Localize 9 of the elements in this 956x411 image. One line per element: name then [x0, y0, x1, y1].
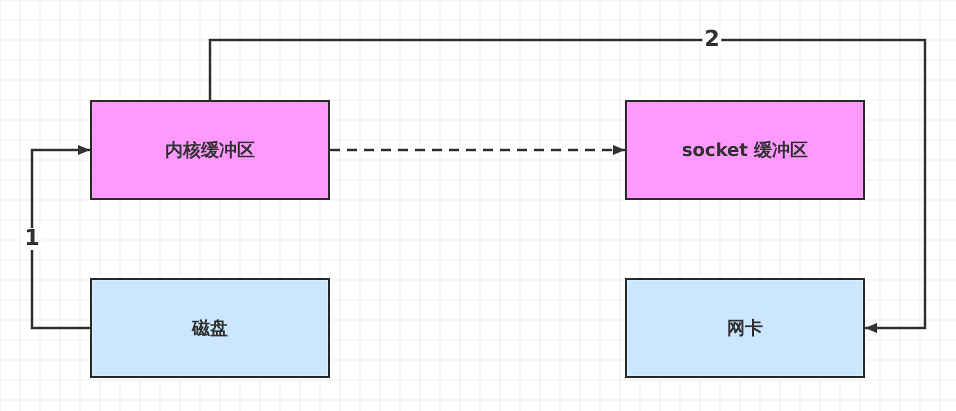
process-box: 内核缓冲区 — [90, 100, 330, 200]
arrow — [208, 38, 926, 333]
edge-label: 1 — [22, 228, 42, 250]
process-box: socket 缓冲区 — [625, 100, 865, 200]
edge-label: 2 — [702, 29, 722, 51]
process-box: 网卡 — [625, 278, 865, 378]
arrow — [30, 145, 90, 330]
process-box: 磁盘 — [90, 278, 330, 378]
arrow — [330, 145, 625, 155]
